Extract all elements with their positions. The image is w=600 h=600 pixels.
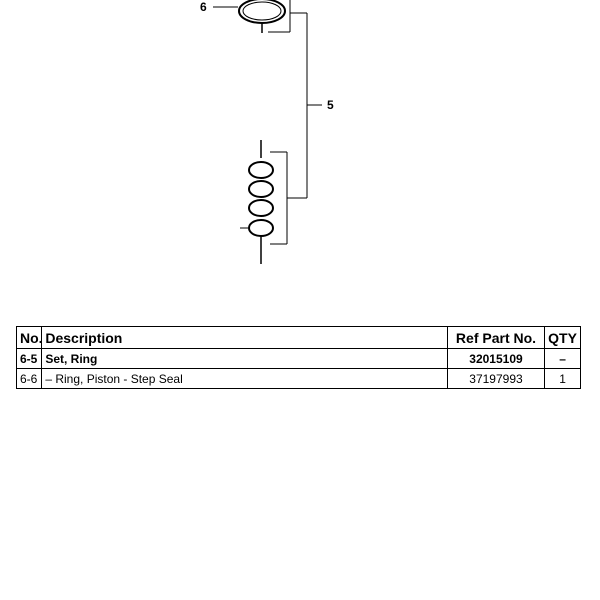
header-qty: QTY xyxy=(544,326,581,349)
exploded-parts-diagram: 6 5 xyxy=(200,0,334,264)
row-description: – Ring, Piston - Step Seal xyxy=(41,368,448,389)
row-no: 6-5 xyxy=(15,348,43,369)
row-qty: – xyxy=(544,348,581,369)
table-row: 6-5 Set, Ring 32015109 – xyxy=(15,348,581,369)
row-ref-part-no: 37197993 xyxy=(446,368,546,389)
callout-5: 5 xyxy=(327,98,334,112)
row-ref-part-no: 32015109 xyxy=(446,348,546,369)
bracket-top xyxy=(268,0,307,33)
callout-6: 6 xyxy=(200,0,207,14)
header-no: No. xyxy=(15,326,43,349)
header-ref-part-no: Ref Part No. xyxy=(446,326,546,349)
table-header-row: No. Description Ref Part No. QTY xyxy=(15,326,581,349)
table-row: 6-6 – Ring, Piston - Step Seal 37197993 … xyxy=(15,368,581,389)
piston-ring-stack xyxy=(240,140,274,264)
row-no: 6-6 xyxy=(15,368,43,389)
row-description: Set, Ring xyxy=(41,348,448,369)
parts-list-table: No. Description Ref Part No. QTY 6-5 Set… xyxy=(15,326,581,389)
row-qty: 1 xyxy=(544,368,581,389)
bracket-stack xyxy=(270,151,288,245)
set-connector-line xyxy=(287,13,322,199)
header-description: Description xyxy=(41,326,448,349)
piston-ring-single xyxy=(213,0,286,33)
